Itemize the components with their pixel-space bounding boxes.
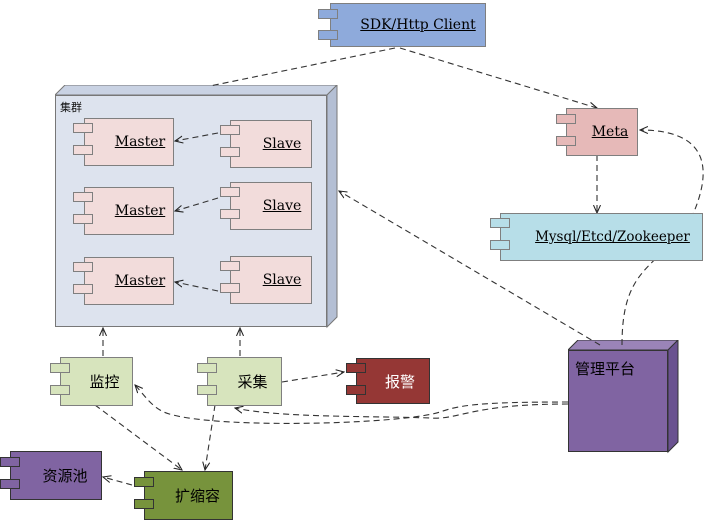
collect-node: 采集 — [207, 357, 282, 406]
edge-platform-monitor — [135, 385, 569, 424]
client-tab-icon — [318, 30, 338, 40]
client-node: SDK/Http Client — [330, 3, 486, 47]
master-node: Master — [84, 118, 174, 166]
edge-collect-alarm — [281, 372, 344, 383]
scale-tab-icon — [134, 477, 154, 487]
alarm-node: 报警 — [356, 358, 430, 404]
edge-collect-scale — [205, 404, 216, 470]
slave-node: Slave — [230, 120, 312, 168]
slave-tab-icon — [220, 187, 240, 197]
platform-label: 管理平台 — [575, 360, 636, 378]
slave-label: Slave — [262, 136, 302, 152]
slave-tab-icon — [220, 125, 240, 135]
edge-slave2-master2 — [175, 197, 219, 211]
alarm-tab-icon — [346, 363, 366, 373]
slave-label: Slave — [262, 198, 302, 214]
storage-node: Mysql/Etcd/Zookeeper — [500, 213, 703, 261]
monitor-node: 监控 — [60, 357, 133, 406]
master-label: Master — [114, 273, 166, 289]
storage-tab-icon — [490, 240, 510, 250]
slave-node: Slave — [230, 182, 312, 230]
scale-label: 扩缩容 — [174, 487, 220, 505]
alarm-label: 报警 — [384, 372, 415, 391]
edge-monitor-scale — [94, 404, 182, 470]
slave-node: Slave — [230, 256, 312, 304]
master-tab-icon — [73, 192, 93, 202]
master-node: Master — [84, 257, 174, 305]
monitor-tab-icon — [50, 363, 70, 373]
master-tab-icon — [73, 262, 93, 272]
slave-tab-icon — [220, 147, 240, 157]
monitor-label: 监控 — [89, 373, 120, 391]
pool-node: 资源池 — [10, 451, 102, 500]
master-tab-icon — [73, 145, 93, 155]
slave-tab-icon — [220, 209, 240, 219]
edge-scale-pool — [103, 477, 133, 486]
pool-label: 资源池 — [42, 467, 88, 485]
client-label: SDK/Http Client — [360, 17, 476, 33]
edge-platform-cluster — [339, 191, 601, 346]
slave-tab-icon — [220, 283, 240, 293]
alarm-tab-icon — [346, 385, 366, 395]
slave-tab-icon — [220, 261, 240, 271]
client-tab-icon — [318, 9, 338, 19]
scale-tab-icon — [134, 499, 154, 509]
master-label: Master — [114, 203, 166, 219]
edge-client-meta — [399, 47, 597, 108]
master-tab-icon — [73, 214, 93, 224]
collect-tab-icon — [197, 385, 217, 395]
collect-label: 采集 — [237, 373, 268, 391]
master-node: Master — [84, 187, 174, 235]
storage-tab-icon — [490, 218, 510, 228]
monitor-tab-icon — [50, 385, 70, 395]
pool-tab-icon — [0, 457, 20, 467]
meta-node: Meta — [566, 108, 638, 156]
master-tab-icon — [73, 123, 93, 133]
cluster-title: 集群 — [60, 101, 82, 114]
master-tab-icon — [73, 284, 93, 294]
pool-tab-icon — [0, 479, 20, 489]
slave-label: Slave — [262, 272, 302, 288]
edge-slave1-master1 — [175, 132, 219, 141]
edge-platform-collect — [235, 403, 569, 419]
collect-tab-icon — [197, 363, 217, 373]
edge-client-cluster — [209, 47, 396, 87]
meta-label: Meta — [591, 124, 629, 140]
edge-slave3-master3 — [175, 282, 219, 292]
storage-label: Mysql/Etcd/Zookeeper — [535, 229, 690, 245]
meta-tab-icon — [556, 136, 576, 146]
master-label: Master — [114, 134, 166, 150]
scale-node: 扩缩容 — [144, 471, 233, 520]
meta-tab-icon — [556, 114, 576, 124]
platform-box — [568, 340, 679, 454]
